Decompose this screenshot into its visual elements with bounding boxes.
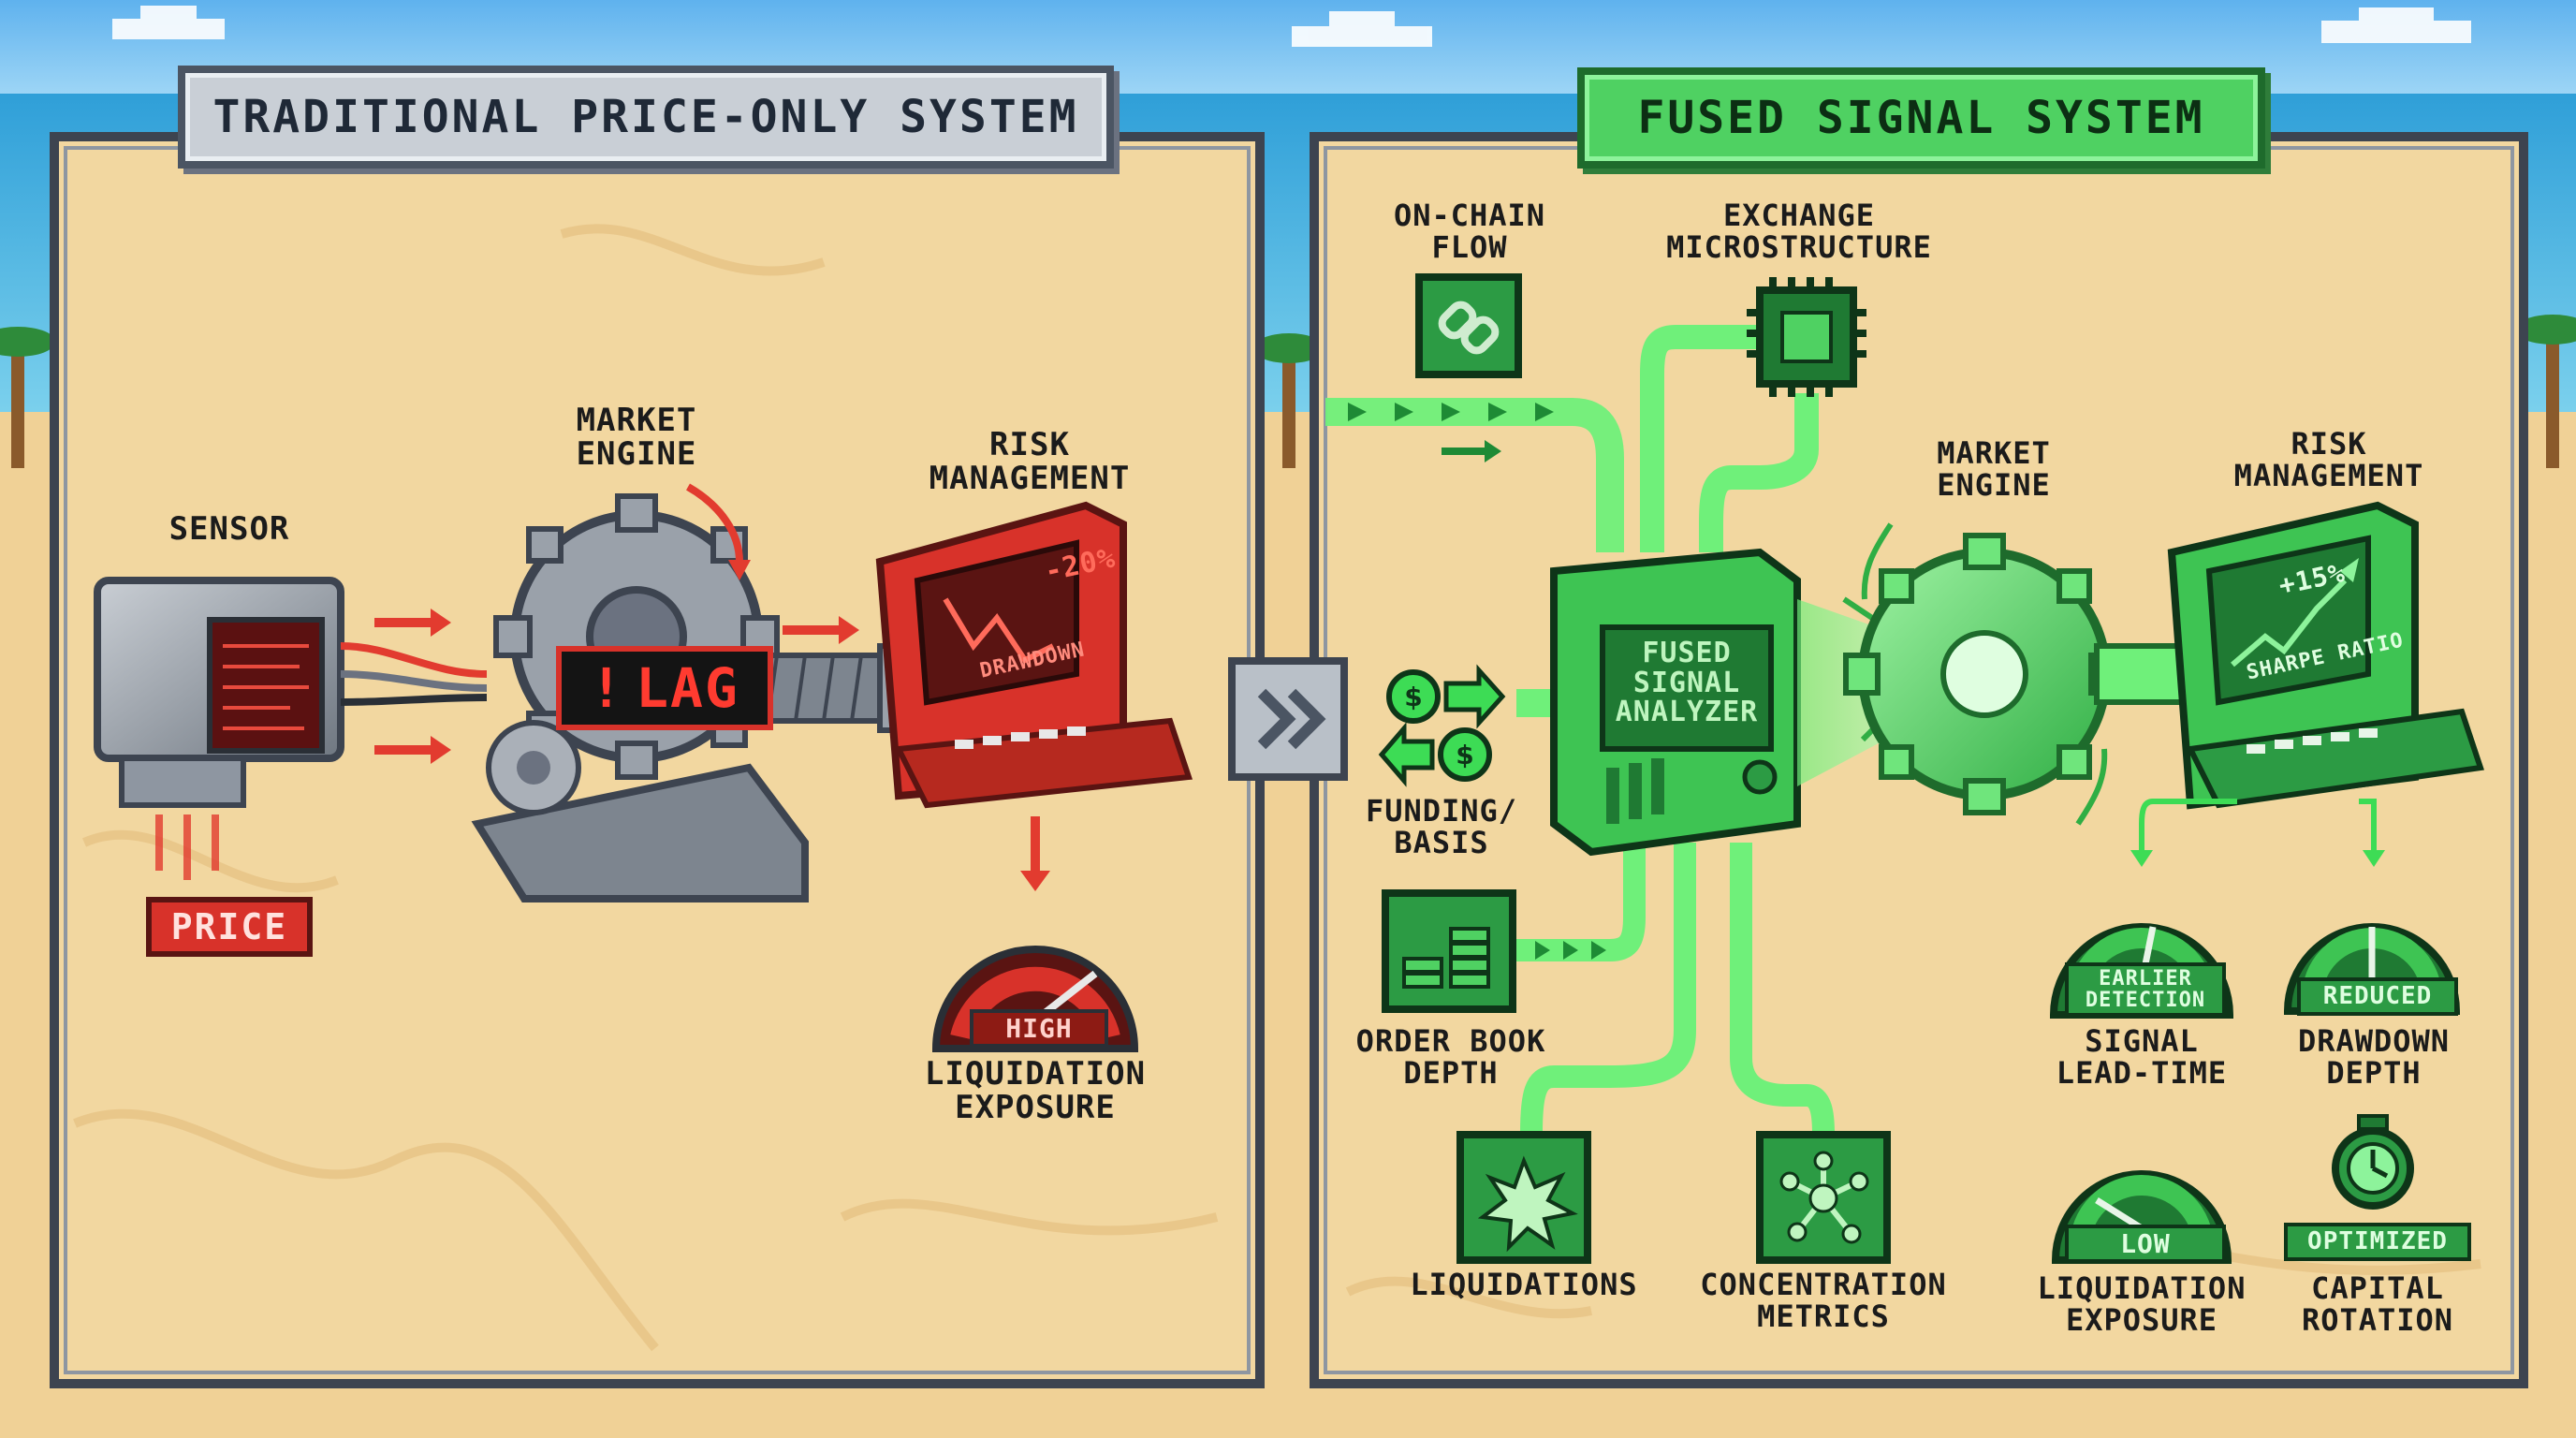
- warning-icon: !: [590, 656, 625, 720]
- svg-text:$: $: [1404, 682, 1422, 712]
- monitor-icon-right-risk: [2167, 501, 2484, 810]
- earlier-detection-badge: EARLIER DETECTION: [2065, 962, 2226, 1018]
- right-engine-label: MARKET ENGINE: [1937, 435, 2051, 503]
- onchain-pipe: [1325, 398, 1624, 552]
- optimized-badge: OPTIMIZED: [2284, 1223, 2471, 1262]
- low-badge: LOW: [2065, 1225, 2226, 1264]
- lag-text: LAG: [636, 656, 739, 720]
- orderbook-arrows: [1535, 941, 1606, 960]
- left-engine-label: MARKET ENGINE: [576, 402, 697, 473]
- chip-icon: [1747, 277, 1866, 397]
- signal-arrows-mid: [783, 616, 859, 644]
- liquidation-exposure-label: LIQUIDATION EXPOSURE: [2037, 1270, 2247, 1338]
- reduced-badge: REDUCED: [2297, 977, 2458, 1017]
- funding-label: FUNDING/ BASIS: [1365, 793, 1518, 860]
- coins-stack-icon: [1382, 889, 1516, 1013]
- gear-icon-right-engine: [1843, 522, 2126, 826]
- right-risk-label: RISK MANAGEMENT: [2233, 426, 2424, 493]
- concentration-label: CONCENTRATION METRICS: [1700, 1267, 1947, 1334]
- liquidations-label: LIQUIDATIONS: [1410, 1267, 1638, 1302]
- drawdown-depth-label: DRAWDOWN DEPTH: [2297, 1023, 2451, 1091]
- link-icon: [1415, 273, 1522, 378]
- price-badge: PRICE: [146, 897, 313, 957]
- sensor-label: SENSOR: [168, 510, 290, 548]
- exchange-label: EXCHANGE MICROSTRUCTURE: [1666, 198, 1932, 265]
- risk-down-arrow: [1020, 816, 1050, 891]
- high-gauge-value: HIGH: [970, 1009, 1108, 1049]
- svg-text:$: $: [1456, 740, 1473, 770]
- sensor-cables: [340, 642, 488, 706]
- left-gauge-label: LIQUIDATION EXPOSURE: [924, 1055, 1147, 1126]
- double-chevron-icon: [1228, 657, 1348, 781]
- outcome-arrows: [2139, 799, 2377, 852]
- exchange-pipes: [1640, 325, 1819, 552]
- network-icon: [1756, 1131, 1891, 1264]
- analyzer-label: FUSED SIGNAL ANALYZER: [1615, 637, 1759, 728]
- orderbook-label: ORDER BOOK DEPTH: [1355, 1023, 1546, 1091]
- lag-badge: ! LAG: [556, 646, 773, 730]
- signal-arrows-left: [374, 609, 451, 764]
- signal-leadtime-label: SIGNAL LEAD-TIME: [2056, 1023, 2228, 1091]
- analyzer-box: [1550, 548, 1801, 857]
- stopwatch-icon: [2332, 1114, 2414, 1210]
- onchain-label: ON-CHAIN FLOW: [1393, 198, 1546, 265]
- onchain-arrows: [1348, 403, 1554, 462]
- right-panel-title: FUSED SIGNAL SYSTEM: [1577, 67, 2265, 169]
- capital-rotation-label: CAPITAL ROTATION: [2301, 1270, 2454, 1338]
- left-risk-label: RISK MANAGEMENT: [929, 426, 1131, 497]
- left-panel-title: TRADITIONAL PRICE-ONLY SYSTEM: [178, 66, 1114, 169]
- dollar-exchange-icon: $ $: [1378, 664, 1506, 787]
- palm-tree-right: [2515, 315, 2576, 468]
- bottom-pipes: [1516, 843, 1835, 1136]
- explosion-icon: [1456, 1131, 1591, 1264]
- clouds: [112, 6, 2471, 47]
- sensor-icon: [94, 577, 344, 880]
- palm-tree-middle: [1253, 333, 1325, 468]
- monitor-icon-left-risk: [875, 501, 1193, 809]
- palm-tree-left: [0, 327, 55, 468]
